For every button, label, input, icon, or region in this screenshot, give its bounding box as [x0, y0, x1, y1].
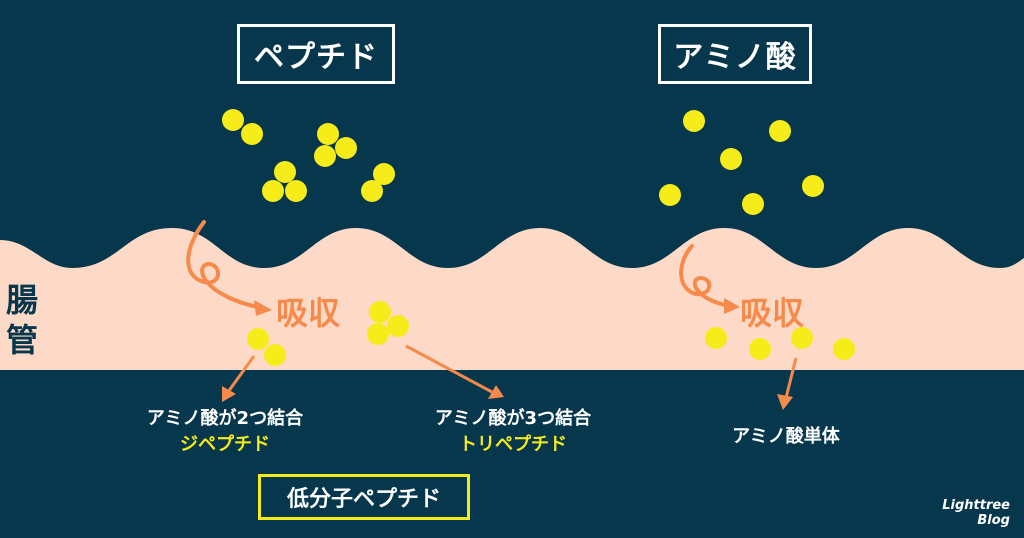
dipeptide-molecule — [247, 328, 286, 366]
absorb-arrowhead-right — [724, 298, 740, 314]
tripeptide-description: アミノ酸が3つ結合 — [434, 408, 592, 429]
dipeptide-arrow — [226, 355, 256, 393]
tripeptide-molecule — [367, 301, 409, 345]
absorb-label-left: 吸収 — [276, 294, 341, 332]
single-amino-arrow — [784, 357, 798, 399]
logo-line-1: Lighttree — [942, 498, 1010, 513]
absorb-arrowhead-left — [254, 300, 272, 316]
dipeptide-name: ジペプチド — [180, 434, 270, 455]
single-amino-label: アミノ酸単体 — [732, 426, 840, 447]
absorb-arrow-left — [186, 220, 264, 310]
dipeptide-arrowhead — [222, 386, 236, 402]
absorb-label-right: 吸収 — [740, 294, 805, 332]
absorb-arrow-right — [679, 244, 732, 308]
logo-line-2: Blog — [977, 513, 1010, 528]
intestine-wall — [0, 228, 1024, 370]
dipeptide-description: アミノ酸が2つ結合 — [146, 408, 304, 429]
amino-acid-molecules — [659, 110, 824, 215]
site-logo: Lighttree Blog — [942, 498, 1010, 528]
single-amino-molecules — [705, 327, 855, 360]
tripeptide-name: トリペプチド — [459, 434, 567, 455]
amino-acid-title: アミノ酸 — [658, 24, 812, 84]
tripeptide-arrowhead — [488, 385, 504, 399]
intestine-label: 腸管 — [5, 281, 38, 359]
peptide-title: ペプチド — [237, 24, 395, 84]
peptide-molecules — [222, 109, 395, 202]
tripeptide-arrow — [405, 344, 493, 394]
low-molecular-peptide-box: 低分子ペプチド — [258, 474, 470, 520]
single-amino-arrowhead — [777, 394, 793, 410]
